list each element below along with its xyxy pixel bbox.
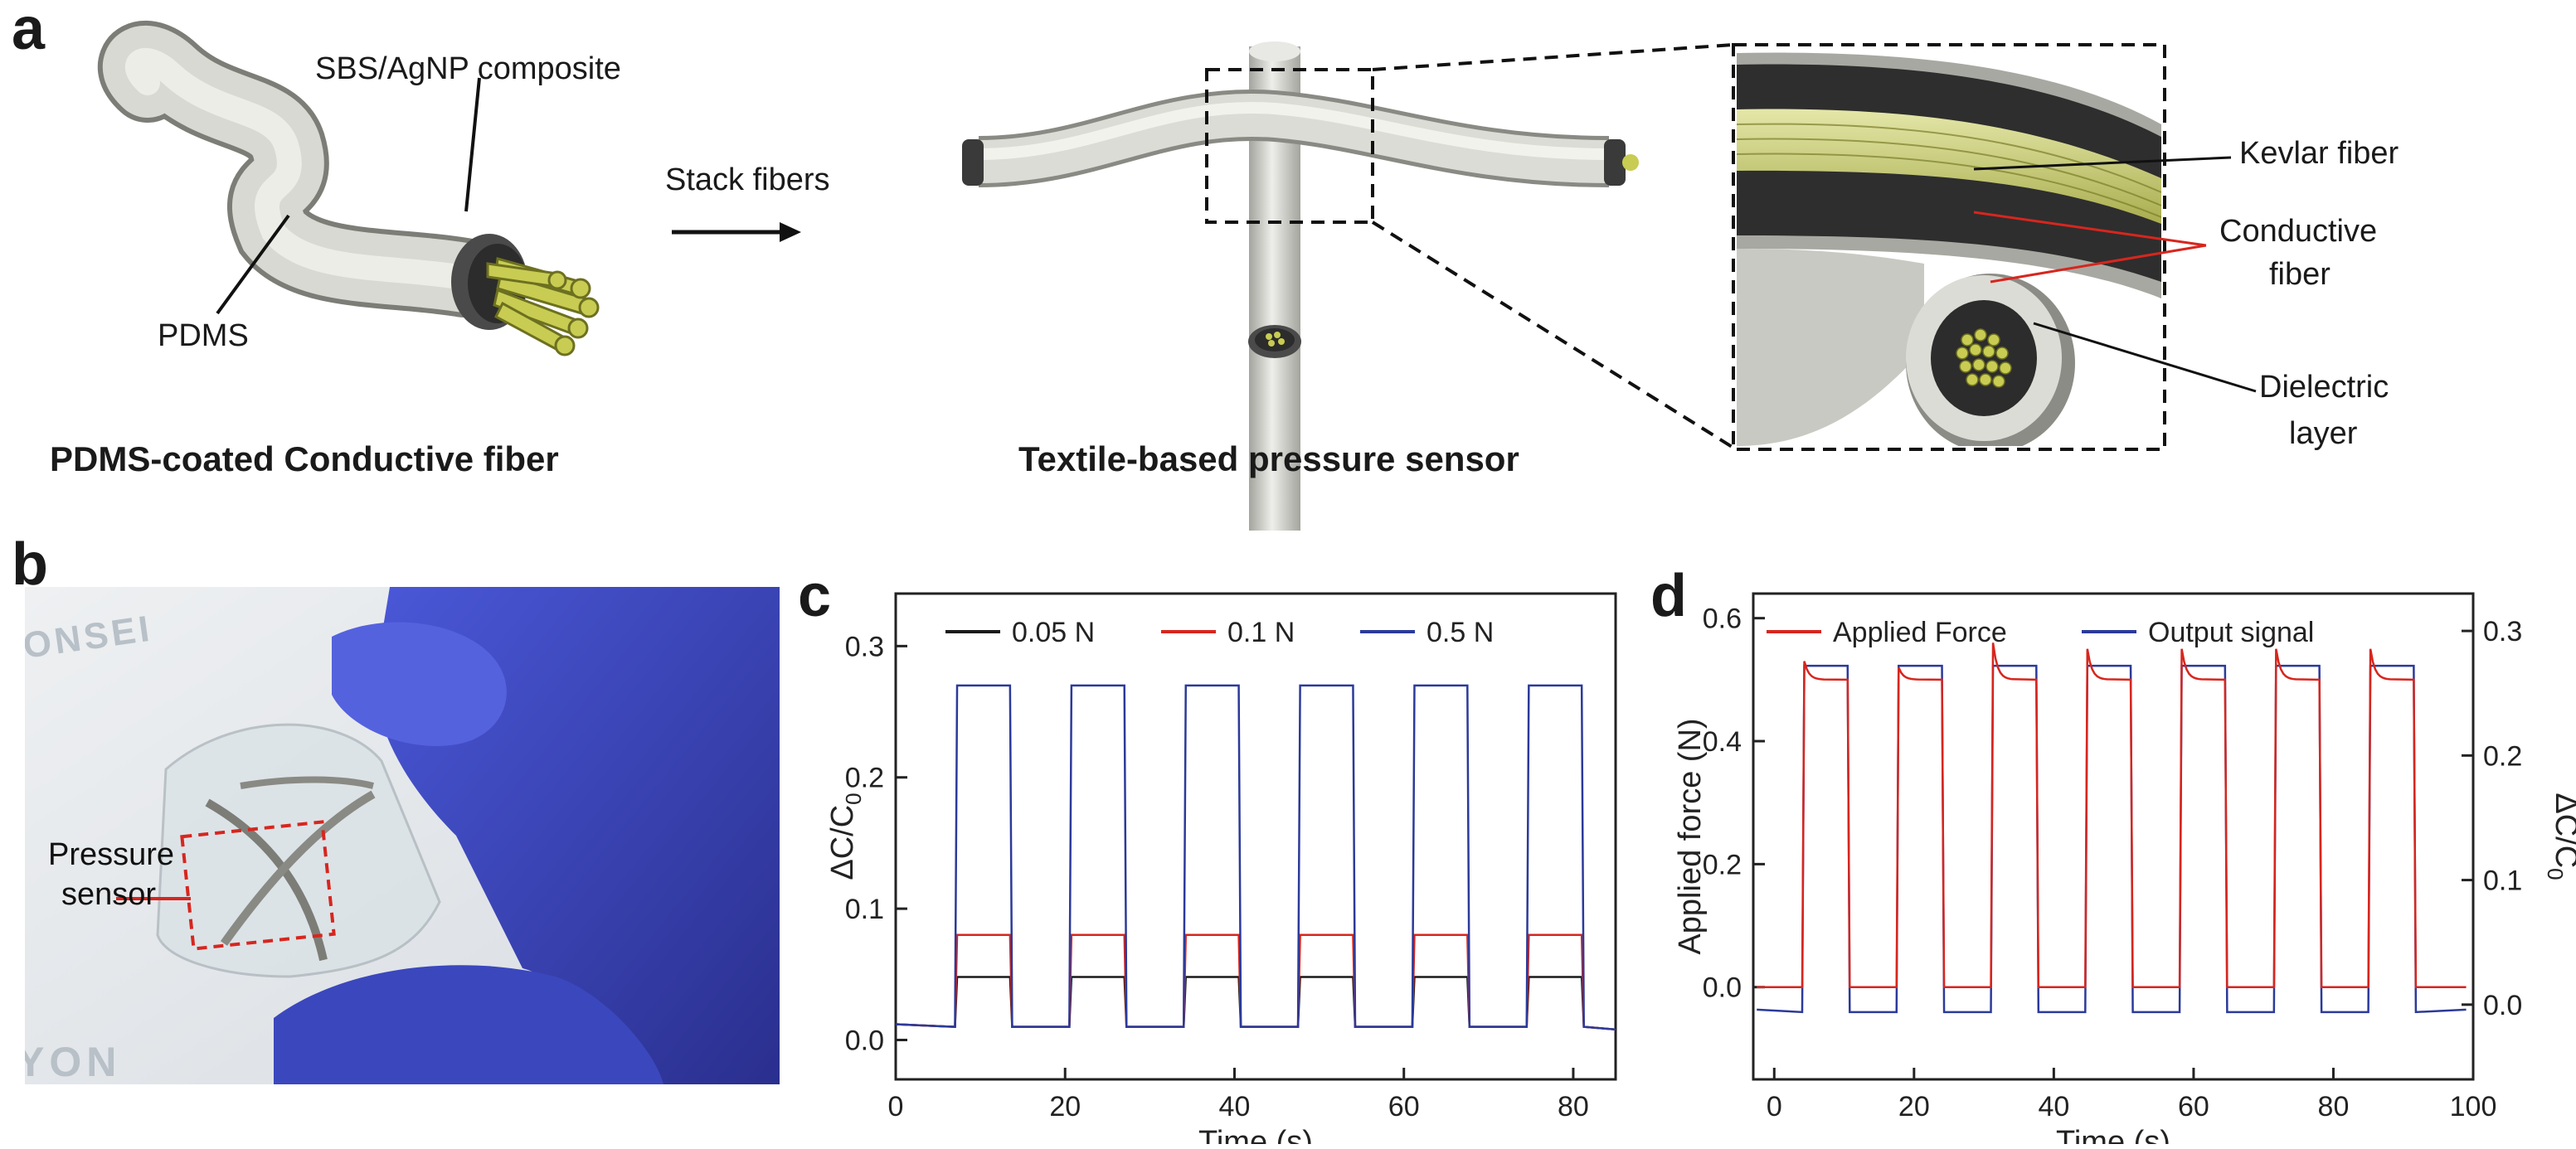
chart-c-ytick-label: 0.2 bbox=[845, 763, 884, 794]
kevlar-fiber-label: Kevlar fiber bbox=[2239, 136, 2399, 171]
conductive-fiber-label-line1: Conductive bbox=[2219, 214, 2378, 249]
chart-c-frame bbox=[894, 592, 1617, 1081]
chart-d-xtick-label: 20 bbox=[1898, 1091, 1930, 1122]
chart-c-xtick-label: 80 bbox=[1558, 1091, 1589, 1122]
chart-c-series-line bbox=[895, 976, 1616, 1031]
chart-c-xtick-label: 20 bbox=[1049, 1091, 1081, 1122]
chart-c-ytick-label: 0.1 bbox=[845, 894, 884, 925]
chart-d-ytick-right-label: 0.1 bbox=[2483, 865, 2522, 897]
chart-c-xtick-label: 40 bbox=[1219, 1091, 1251, 1122]
composite-callout: SBS/AgNP composite bbox=[315, 51, 621, 86]
zoom-inset-drawing bbox=[1737, 52, 2161, 446]
chart-d-ytick-left-label: 0.4 bbox=[1703, 726, 1742, 758]
sensor-caption: Textile-based pressure sensor bbox=[1018, 439, 1519, 478]
chart-d-xtick-label: 0 bbox=[1767, 1091, 1782, 1122]
zoom-region-box bbox=[1205, 68, 1374, 224]
chart-c-xtick-label: 60 bbox=[1388, 1091, 1420, 1122]
chart-c-legend-label: 0.05 N bbox=[1012, 617, 1095, 648]
chart-d-xtick-label: 40 bbox=[2038, 1091, 2069, 1122]
dielectric-layer-label-line1: Dielectric bbox=[2259, 370, 2389, 405]
chart-d-ylabel-left: Applied force (N) bbox=[1673, 718, 1708, 954]
panel-b-letter: b bbox=[12, 531, 48, 598]
chart-d-xtick-label: 100 bbox=[2450, 1091, 2497, 1122]
chart-c-xtick-label: 0 bbox=[888, 1091, 904, 1122]
pdms-coated-fiber-drawing bbox=[98, 21, 600, 356]
chart-d-frame bbox=[1752, 592, 2475, 1081]
chart-c-series-line bbox=[895, 933, 1616, 1031]
chart-d: 0 20 40 60 80 100 0.0 0.2 0.4 0.6 0.0 0.1 0.2 0.3Time… bbox=[1673, 592, 2576, 1144]
stack-fibers-label: Stack fibers bbox=[665, 162, 830, 197]
chart-d-ytick-right-label: 0.0 bbox=[2483, 990, 2522, 1021]
chart-d-series-output-signal bbox=[1757, 664, 2467, 1014]
chart-d-ytick-left-label: 0.0 bbox=[1703, 972, 1742, 1004]
svg-text:YON: YON bbox=[25, 1039, 121, 1084]
chart-c-ytick-label: 0.3 bbox=[845, 631, 884, 662]
chart-d-legend-label: Applied Force bbox=[1833, 617, 2007, 648]
chart-c-ytick-label: 0.0 bbox=[845, 1025, 884, 1056]
fiber-caption: PDMS-coated Conductive fiber bbox=[50, 439, 559, 478]
chart-d-legend-label: Output signal bbox=[2148, 617, 2314, 648]
chart-c-legend-label: 0.1 N bbox=[1227, 617, 1295, 648]
chart-c-ylabel: ΔC/C0 bbox=[825, 793, 866, 880]
chart-c-series-line bbox=[895, 684, 1616, 1031]
chart-c-xlabel: Time (s) bbox=[1198, 1125, 1313, 1144]
panel-d-letter: d bbox=[1650, 563, 1687, 629]
crossed-fibers-drawing bbox=[962, 41, 1639, 531]
chart-d-ylabel-right: ΔC/C0 bbox=[2543, 793, 2576, 880]
chart-d-ytick-right-label: 0.3 bbox=[2483, 616, 2522, 647]
pdms-callout: PDMS bbox=[158, 318, 249, 353]
conductive-fiber-label-line2: fiber bbox=[2269, 257, 2331, 292]
pressure-sensor-label-line1: Pressure bbox=[48, 837, 175, 872]
chart-d-ytick-right-label: 0.2 bbox=[2483, 740, 2522, 772]
pressure-sensor-label-line2: sensor bbox=[61, 877, 157, 912]
panel-c-letter: c bbox=[798, 563, 832, 629]
chart-d-ytick-left-label: 0.6 bbox=[1703, 604, 1742, 635]
chart-d-series-applied-force bbox=[1757, 642, 2467, 988]
panel-b-photo: ONSEI YON bbox=[25, 587, 780, 1084]
panel-a-illustration bbox=[98, 21, 2257, 531]
chart-c-legend-label: 0.5 N bbox=[1427, 617, 1494, 648]
chart-d-xtick-label: 60 bbox=[2178, 1091, 2209, 1122]
chart-d-xtick-label: 80 bbox=[2318, 1091, 2350, 1122]
chart-d-ytick-left-label: 0.2 bbox=[1703, 849, 1742, 880]
chart-d-xlabel: Time (s) bbox=[2056, 1125, 2170, 1144]
panel-a-letter: a bbox=[12, 0, 46, 62]
dielectric-layer-label-line2: layer bbox=[2289, 416, 2358, 451]
